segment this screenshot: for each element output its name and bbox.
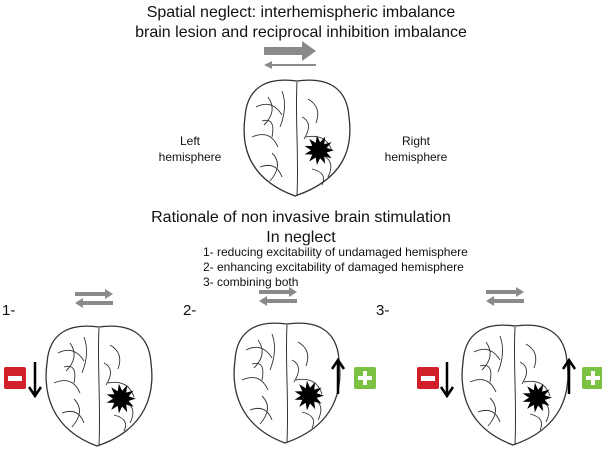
brain-gyrus [57, 349, 85, 362]
brain-gyrus [71, 398, 80, 428]
panel-1-arrows-icon [75, 289, 113, 308]
lesion-icon [304, 135, 334, 165]
down-arrow-icon [439, 362, 455, 399]
brain-gyrus [65, 342, 75, 372]
brain-gyrus [255, 103, 283, 116]
brain-gyrus [245, 346, 273, 359]
brain-gyrus [469, 379, 497, 393]
left-arrow [259, 296, 297, 306]
brain-gyrus [269, 152, 278, 182]
panel-2-brain-icon [233, 322, 341, 444]
brain-gyrus [251, 362, 264, 381]
minus-icon [4, 367, 26, 389]
brain-gyrus [259, 395, 268, 425]
arrow-shape [561, 357, 577, 394]
left-hemisphere-label: Left hemisphere [150, 133, 230, 165]
brain-gyrus [241, 377, 269, 391]
brain-gyrus [307, 98, 319, 124]
rationale-title-2: In neglect [266, 229, 336, 246]
imbalance-arrows-icon [264, 41, 316, 69]
brain-gyrus [81, 336, 87, 374]
brain-gyrus [477, 409, 501, 423]
brain-gyrus [251, 134, 279, 148]
brain-gyrus [529, 413, 543, 431]
brain-gyrus [103, 362, 111, 386]
brain-gyrus [259, 164, 283, 178]
brain-gyrus [263, 96, 273, 126]
brain-gyrus [279, 90, 285, 128]
brain-gyrus [269, 333, 275, 371]
arrow-shape [330, 357, 346, 394]
brain-midline [97, 327, 101, 446]
panel-3-arrows-icon [486, 287, 524, 306]
panel-2-number: 2- [183, 302, 197, 319]
right-arrow [486, 287, 524, 297]
brain-gyrus [523, 380, 551, 397]
brain-gyrus [311, 168, 325, 186]
brain-gyrus [481, 341, 491, 371]
plus-icon [354, 367, 376, 389]
right-hemisphere-label: Right hemisphere [376, 133, 456, 165]
brain-gyrus [487, 397, 496, 427]
brain-gyrus [113, 414, 127, 432]
brain-gyrus [63, 365, 76, 384]
brain-top-icon [243, 79, 351, 197]
brain-gyrus [497, 335, 503, 373]
rationale-list: 1- reducing excitability of undamaged he… [203, 245, 468, 290]
brain-gyrus [305, 135, 333, 152]
lesion-icon [106, 383, 136, 414]
arrow-shape [439, 362, 455, 399]
rationale-item: 1- reducing excitability of undamaged he… [203, 245, 468, 259]
panel-1-number: 1- [2, 302, 16, 319]
panel-2-arrows-icon [259, 287, 297, 306]
title-line-1: Spatial neglect: interhemispheric imbala… [146, 4, 456, 21]
down-arrow-icon [27, 362, 43, 399]
rationale-item: 2- enhancing excitability of damaged hem… [203, 260, 464, 274]
left-arrow [75, 298, 113, 308]
up-arrow-icon [330, 357, 346, 394]
panel-3-brain-icon [461, 324, 569, 446]
brain-gyrus [261, 119, 274, 138]
up-arrow-icon [561, 357, 577, 394]
brain-gyrus [519, 361, 527, 385]
brain-gyrus [53, 380, 81, 394]
brain-gyrus [301, 411, 315, 429]
brain-gyrus [525, 343, 537, 369]
lesion-icon [294, 380, 324, 411]
brain-gyrus [291, 359, 299, 383]
brain-gyrus [61, 410, 85, 424]
brain-midline [513, 326, 517, 445]
right-arrow [75, 289, 113, 299]
minus-icon [417, 367, 439, 389]
rationale-title-1: Rationale of non invasive brain stimulat… [151, 209, 451, 226]
brain-gyrus [107, 381, 135, 398]
brain-gyrus [473, 348, 501, 361]
brain-midline [285, 324, 289, 443]
brain-gyrus [249, 407, 273, 421]
plus-icon [582, 367, 602, 389]
left-label-1: Left [179, 134, 200, 148]
right-label-2: hemisphere [384, 150, 448, 164]
right-arrow [259, 287, 297, 297]
brain-gyrus [109, 344, 121, 370]
brain-gyrus [253, 339, 263, 369]
brain-gyrus [297, 341, 309, 367]
brain-midline [295, 81, 299, 196]
brain-gyrus [295, 378, 323, 395]
panel-1-brain-icon [45, 325, 153, 447]
title-line-2: brain lesion and reciprocal inhibition i… [135, 24, 467, 41]
right-label-1: Right [401, 134, 430, 148]
brain-gyrus [301, 116, 309, 140]
lesion-icon [522, 382, 552, 413]
rationale-item: 3- combining both [203, 275, 299, 289]
brain-gyrus [479, 364, 492, 383]
left-label-2: hemisphere [158, 150, 222, 164]
panel-3-number: 3- [376, 302, 390, 319]
left-arrow [486, 296, 524, 306]
arrow-shape [27, 362, 43, 399]
